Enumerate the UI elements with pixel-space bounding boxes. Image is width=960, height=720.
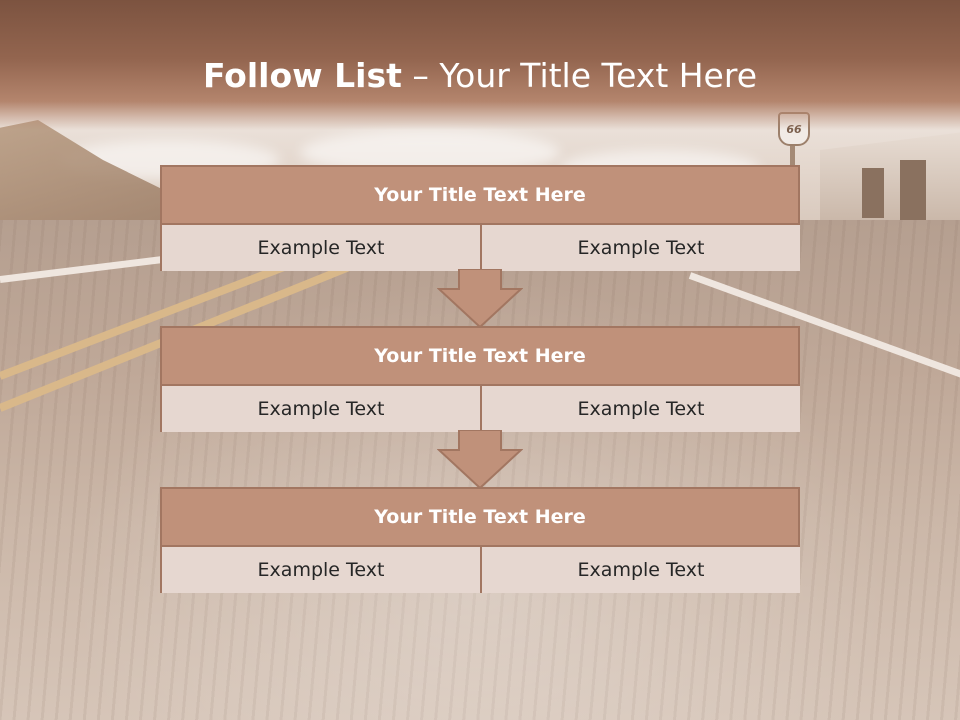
step-cell-left[interactable]: Example Text <box>162 225 482 271</box>
step-title[interactable]: Your Title Text Here <box>162 489 798 547</box>
down-arrow-icon <box>437 430 523 490</box>
background-window <box>862 168 884 218</box>
step-cell-right[interactable]: Example Text <box>482 386 800 432</box>
down-arrow-icon <box>437 269 523 329</box>
background-window <box>900 160 926 220</box>
step-title[interactable]: Your Title Text Here <box>162 328 798 386</box>
step-cell-right[interactable]: Example Text <box>482 225 800 271</box>
step-box-1[interactable]: Your Title Text Here Example Text Exampl… <box>160 165 800 271</box>
step-box-2[interactable]: Your Title Text Here Example Text Exampl… <box>160 326 800 432</box>
header-band <box>0 0 960 130</box>
step-box-3[interactable]: Your Title Text Here Example Text Exampl… <box>160 487 800 593</box>
title-bold-part: Follow List <box>202 56 402 95</box>
slide-title: Follow List – Your Title Text Here <box>0 52 960 100</box>
step-title[interactable]: Your Title Text Here <box>162 167 798 225</box>
step-cell-right[interactable]: Example Text <box>482 547 800 593</box>
step-cell-left[interactable]: Example Text <box>162 547 482 593</box>
title-regular-part: – Your Title Text Here <box>412 56 758 95</box>
step-cell-left[interactable]: Example Text <box>162 386 482 432</box>
